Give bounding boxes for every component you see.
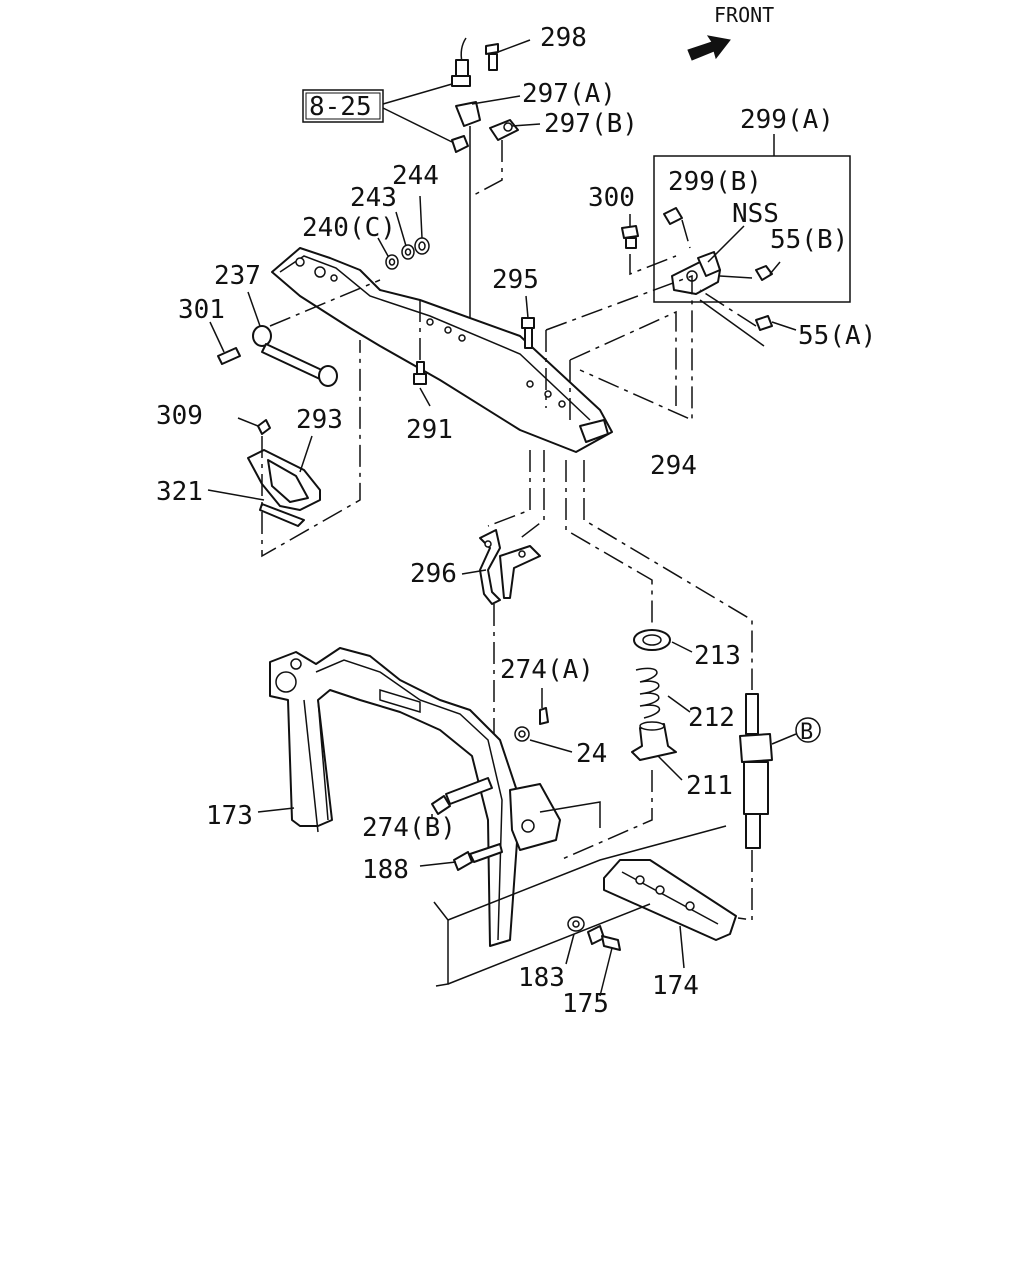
bolt-295 — [521, 295, 535, 349]
label-274b: 274(B) — [362, 813, 456, 843]
label-293: 293 — [296, 405, 343, 435]
label-321: 321 — [156, 477, 203, 507]
label-301: 301 — [178, 295, 225, 325]
bracket-296 — [461, 529, 541, 605]
mount-293 — [207, 340, 361, 558]
label-212: 212 — [688, 703, 735, 733]
reference-box: 8-25 — [302, 83, 453, 143]
fasteners-lower — [419, 688, 621, 997]
label-237: 237 — [214, 261, 261, 291]
label-243: 243 — [350, 183, 397, 213]
label-55a: 55(A) — [798, 321, 876, 351]
label-298: 298 — [540, 23, 587, 53]
label-213: 213 — [694, 641, 741, 671]
bolt-291 — [413, 300, 431, 407]
label-295: 295 — [492, 265, 539, 295]
callout-labels: 298 297(A) 297(B) 299(A) 299(B) NSS 55(B… — [156, 23, 876, 1019]
label-240c: 240(C) — [302, 213, 396, 243]
washer-stack — [377, 195, 430, 270]
label-297a: 297(A) — [522, 79, 616, 109]
frame-rail — [433, 801, 727, 987]
label-299b: 299(B) — [668, 167, 762, 197]
crossmember-174 — [603, 859, 737, 969]
label-296: 296 — [410, 559, 457, 589]
front-label: FRONT — [714, 3, 774, 27]
label-294: 294 — [650, 451, 697, 481]
link-rod-237 — [209, 279, 381, 387]
label-183: 183 — [518, 963, 565, 993]
circle-ref-label: B — [800, 720, 813, 745]
label-299a: 299(A) — [740, 105, 834, 135]
label-188: 188 — [362, 855, 409, 885]
sensor-assembly — [451, 37, 541, 330]
label-297b: 297(B) — [544, 109, 638, 139]
front-arrow-icon — [687, 35, 731, 61]
nut-55a — [699, 289, 797, 347]
label-211: 211 — [686, 771, 733, 801]
label-274a: 274(A) — [500, 655, 594, 685]
label-300: 300 — [588, 183, 635, 213]
label-24: 24 — [576, 739, 607, 769]
label-291: 291 — [406, 415, 453, 445]
label-244: 244 — [392, 161, 439, 191]
front-indicator: FRONT — [687, 3, 774, 61]
frame-173 — [257, 647, 561, 947]
circle-ref-b — [795, 717, 821, 743]
label-55b: 55(B) — [770, 225, 848, 255]
shaft-b: B — [739, 693, 821, 849]
label-nss: NSS — [732, 199, 779, 229]
label-174: 174 — [652, 971, 699, 1001]
ref-box-label: 8-25 — [309, 92, 372, 122]
label-175: 175 — [562, 989, 609, 1019]
assembly-lines — [487, 274, 753, 921]
spring-set — [631, 629, 693, 781]
label-173: 173 — [206, 801, 253, 831]
top-crossmember-294 — [271, 247, 613, 453]
bolt-300 — [621, 214, 677, 276]
label-309: 309 — [156, 401, 203, 431]
